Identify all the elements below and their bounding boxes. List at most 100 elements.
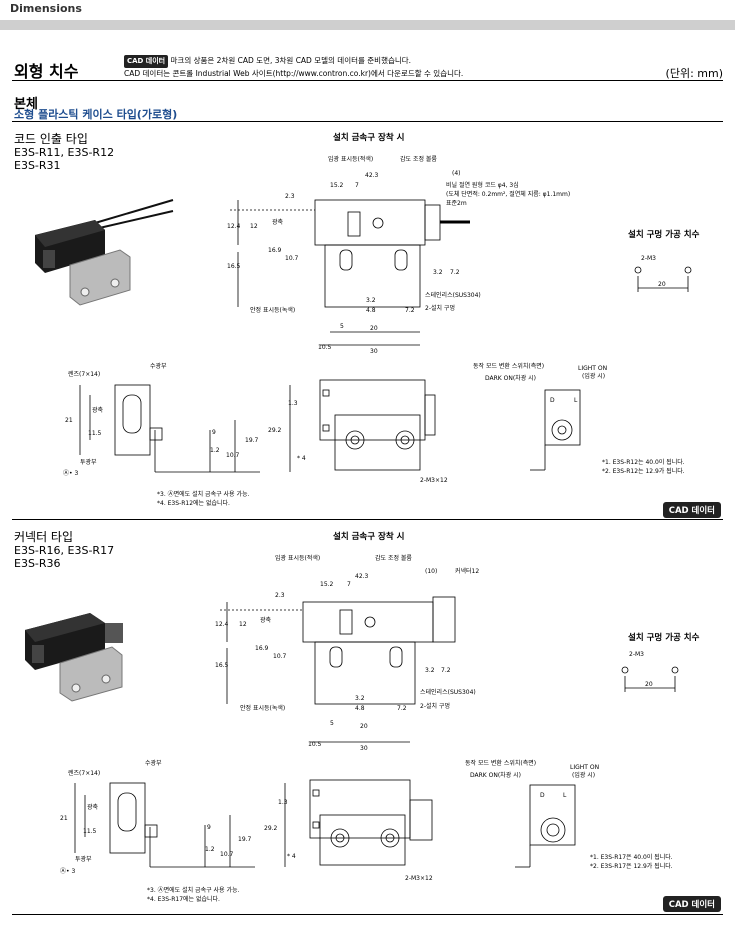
cad-data-button[interactable]: CAD 데이터 [662, 896, 721, 912]
label-light2: (입광 시) [572, 771, 595, 779]
side-view-drawing: 1.3 * 4 2-M3×12 [288, 379, 448, 484]
foot-notes: *1. E3S-R17은 40.0이 됩니다. *2. E3S-R17은 12.… [590, 854, 673, 870]
dim-32b: 3.2 [366, 297, 376, 304]
star-4: * 4 [287, 853, 296, 860]
dim-197: 19.7 [238, 836, 252, 843]
section1-title: 코드 인출 타입 [14, 132, 88, 146]
front-view-drawing: 렌즈(7×14) 수광부 21 광축 11.5 투광부 Ⓐ• 3 9 19.7 … [63, 363, 291, 477]
dim-169: 16.9 [255, 645, 269, 652]
label-axis: 광축 [272, 218, 284, 226]
dim-12b: 1.2 [205, 846, 215, 853]
dim-105: 10.5 [318, 344, 332, 351]
dim-21: 21 [60, 815, 68, 822]
dim-107: 10.7 [273, 653, 287, 660]
label-emit: 투광부 [75, 856, 92, 863]
cad-badge: CAD 데이터 [124, 55, 169, 68]
dim-21: 21 [65, 417, 73, 424]
section2-models: E3S-R16, E3S-R17 E3S-R36 [14, 544, 114, 570]
section2-title: 커넥터 타입 [14, 530, 74, 544]
label-connector: 커넥터12 [455, 567, 479, 575]
page-title: 외형 치수 [14, 62, 79, 81]
dim-32: 3.2 [433, 269, 443, 276]
label-m3x12: 2-M3×12 [405, 875, 433, 882]
label-stable: 안정 표시등(녹색) [240, 704, 285, 712]
label-light: LIGHT ON [570, 764, 599, 771]
dim-165: 16.5 [215, 662, 229, 669]
label-incident: 입광 표시등(적색) [275, 554, 320, 562]
dim-197: 19.7 [245, 437, 259, 444]
dim-13: 1.3 [278, 799, 288, 806]
label-mode: 동작 모드 변환 스위치(측면) [465, 759, 536, 767]
model-line: E3S-R31 [14, 159, 61, 172]
dim-72: 7.2 [450, 269, 460, 276]
dim-165: 16.5 [227, 263, 241, 270]
end-view-drawing: 동작 모드 변환 스위치(측면) DARK ON(차광 시) LIGHT ON … [465, 759, 599, 868]
label-dark: DARK ON(차광 시) [470, 771, 521, 779]
star-notes: *3. Ⓐ면에도 설치 금속구 사용 가능. *4. E3S-R17에는 없습니… [147, 887, 240, 903]
divider [12, 519, 723, 520]
dim-115: 11.5 [83, 828, 97, 835]
side-view-drawing: 1.3 * 4 2-M3×12 [278, 779, 433, 882]
label-stainless: 스테인리스(SUS304) [425, 291, 481, 299]
dim-115: 11.5 [88, 430, 102, 437]
label-stainless: 스테인리스(SUS304) [420, 688, 476, 696]
model-line: E3S-R36 [14, 557, 61, 570]
top-view-drawing: 입광 표시등(적색) 감도 조정 볼륨 (10) 커넥터12 42.3 15.2… [215, 554, 479, 752]
label-recv: 수광부 [150, 363, 167, 370]
dim-12b: 1.2 [210, 447, 220, 454]
unit-label: (단위: mm) [665, 67, 723, 80]
dim-12: 12 [239, 621, 247, 628]
divider [12, 80, 723, 81]
dim-107: 10.7 [285, 255, 299, 262]
dim-32: 3.2 [425, 667, 435, 674]
label-a3: Ⓐ• 3 [60, 867, 75, 875]
dim-42: 42.3 [355, 573, 369, 580]
top-view-drawing: 입광 표시등(적색) 감도 조정 볼륨 42.3 15.2 7 (4) 2.3 … [227, 155, 481, 355]
svg-text:L: L [574, 397, 578, 404]
mounting-hole-drawing: 2-M3 20 [634, 255, 692, 292]
label-lens: 렌즈(7×14) [68, 769, 100, 777]
front-view-drawing: 렌즈(7×14) 수광부 21 광축 11.5 투광부 Ⓐ• 3 9 19.7 … [60, 760, 286, 875]
dim-23: 2.3 [285, 193, 295, 200]
dim-20: 20 [370, 325, 378, 332]
header-band [0, 20, 735, 30]
svg-text:L: L [563, 792, 567, 799]
dim-169: 16.9 [268, 247, 282, 254]
label-stable: 안정 표시등(녹색) [250, 306, 295, 314]
mount-caption: 설치 금속구 장착 시 [333, 532, 405, 542]
label-sens: 감도 조정 볼륨 [375, 555, 412, 562]
dim-48: 4.8 [366, 307, 376, 314]
dim-124: 12.4 [227, 223, 241, 230]
hole-caption: 설치 구멍 가공 치수 [628, 230, 700, 240]
divider [12, 914, 723, 915]
dim-7: 7 [355, 182, 359, 189]
dim-7: 7 [347, 581, 351, 588]
dim-20h: 20 [645, 681, 653, 688]
cad-data-button[interactable]: CAD 데이터 [662, 502, 721, 518]
dim-9: 9 [212, 429, 216, 436]
dim-72: 7.2 [441, 667, 451, 674]
label-emit: 투광부 [80, 459, 97, 466]
mount-caption: 설치 금속구 장착 시 [333, 133, 405, 143]
dim-124: 12.4 [215, 621, 229, 628]
label-dark: DARK ON(차광 시) [485, 374, 536, 382]
cable-note: 비닐 절연 원형 코드 φ4, 3심 (도체 단면적: 0.2mm², 절연체 … [446, 182, 571, 207]
label-axis: 광축 [87, 803, 99, 811]
dim-4: (4) [452, 170, 461, 177]
dim-5: 5 [340, 323, 344, 330]
dim-13: 1.3 [288, 400, 298, 407]
dim-72b: 7.2 [397, 705, 407, 712]
dim-32b: 3.2 [355, 695, 365, 702]
label-a3: Ⓐ• 3 [63, 469, 78, 477]
label-m3: 2-M3 [629, 651, 644, 658]
svg-text:D: D [550, 397, 555, 404]
dim-72b: 7.2 [405, 307, 415, 314]
cad-note-line2: CAD 데이터는 콘트롤 Industrial Web 사이트(http://w… [124, 69, 464, 78]
label-light: LIGHT ON [578, 365, 607, 372]
dim-48: 4.8 [355, 705, 365, 712]
label-axis: 광축 [92, 406, 104, 414]
label-incident: 입광 표시등(적색) [328, 155, 373, 163]
model-line: E3S-R16, E3S-R17 [14, 544, 115, 557]
label-holes: 2-설치 구멍 [425, 304, 455, 312]
hole-caption: 설치 구멍 가공 치수 [628, 633, 700, 643]
